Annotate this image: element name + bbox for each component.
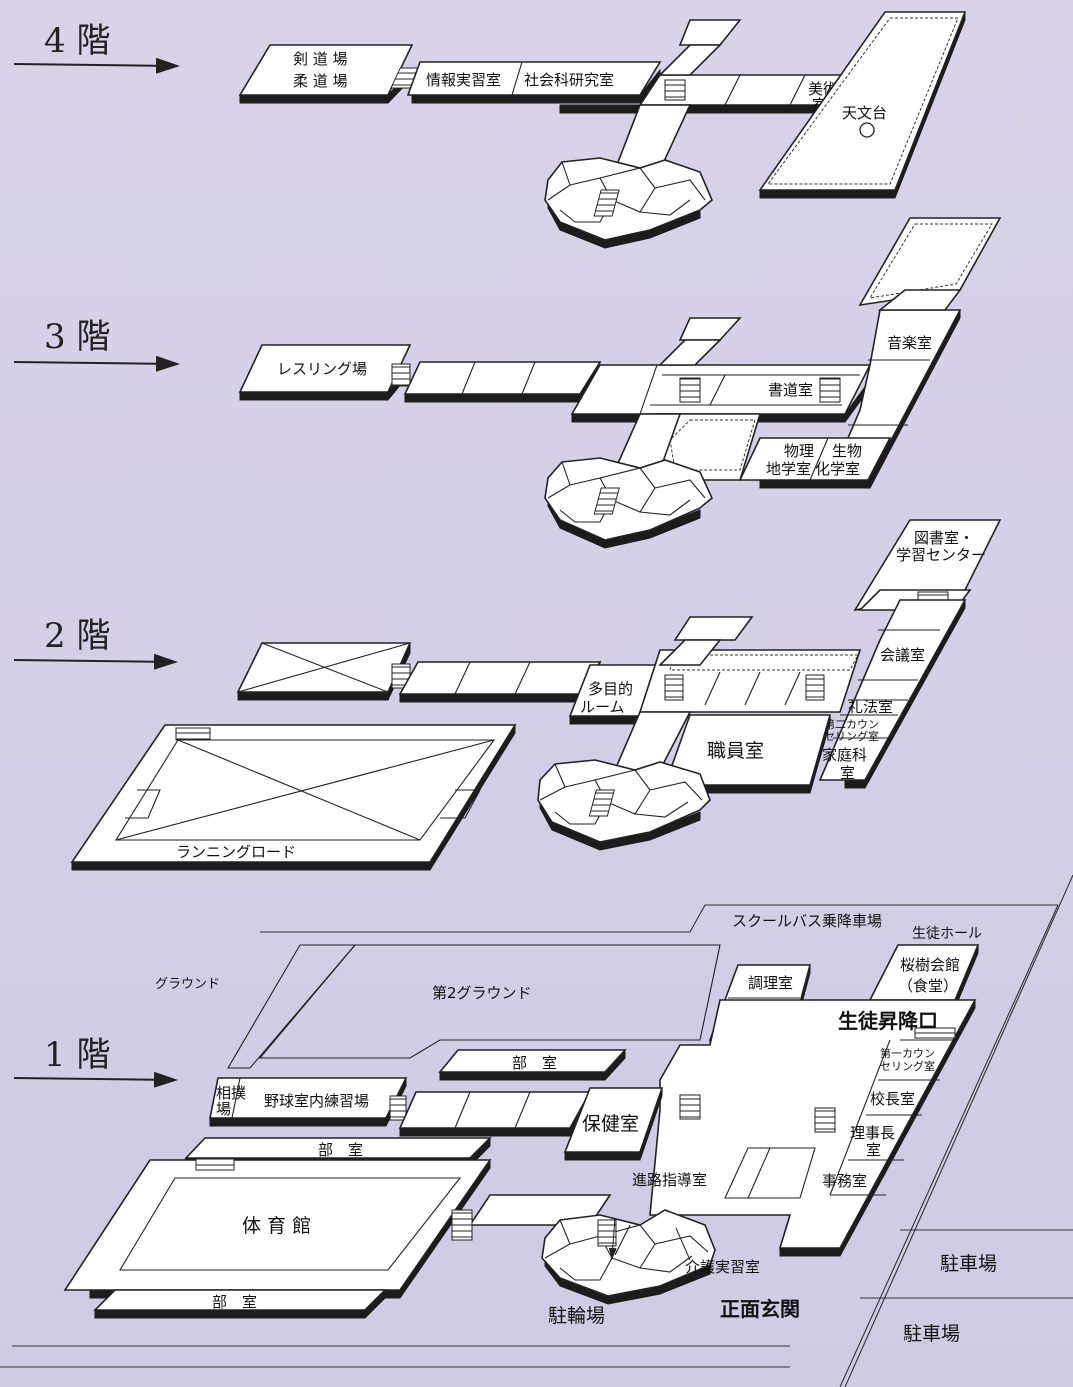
counseling-1-label-2: セリング室 <box>880 1059 935 1073</box>
running-road: ランニングロード <box>70 723 517 871</box>
floor-3-cross-corridor <box>570 364 872 415</box>
wrestling-hall <box>238 344 412 393</box>
floor-4-label: 4 階 <box>44 21 110 61</box>
club-room-mid-label: 部 室 <box>318 1141 363 1159</box>
health-room-label: 保健室 <box>582 1113 639 1135</box>
sumo-label-2: 場 <box>216 1100 231 1118</box>
biology-label: 生物 <box>832 442 862 460</box>
student-hall-label: 生徒ホール <box>912 926 982 942</box>
care-practice-label: 介護実習室 <box>685 1258 760 1276</box>
club-room-top-label: 部 室 <box>512 1054 557 1072</box>
calligraphy-room-label: 書道室 <box>768 381 813 399</box>
floor-2-label: 2 階 <box>44 616 110 656</box>
ground-outline <box>227 944 357 1069</box>
second-ground-label: 第2グラウンド <box>432 984 532 1002</box>
baseball-practice-label: 野球室内練習場 <box>264 1092 369 1110</box>
career-guidance-label: 進路指導室 <box>632 1171 707 1189</box>
running-road-label: ランニングロード <box>176 843 296 861</box>
floor-1-marker: 1 階 <box>13 1035 178 1088</box>
info-lab-label: 情報実習室 <box>426 71 501 89</box>
gymnasium <box>63 1159 492 1291</box>
floor-3-arrow <box>13 355 180 372</box>
etiquette-room-label: 礼法室 <box>848 698 893 716</box>
chemistry-label: 化学室 <box>815 460 860 478</box>
counseling-1-label-1: 第一カウン <box>880 1046 935 1060</box>
counseling-2-label-1: 第二カウン <box>824 717 879 731</box>
observatory-label: 天文台 <box>842 104 887 122</box>
observatory-wing <box>758 11 967 191</box>
floor-4-plan: 剣 道 場 柔 道 場 情報実習室 社会科研究室 美術 室 天文台 <box>238 11 967 249</box>
parking-label-1: 駐車場 <box>940 1253 997 1275</box>
floor-3-label: 3 階 <box>44 317 110 357</box>
club-room-bottom <box>93 1289 387 1311</box>
floor-2-plan: 多目的 ルーム 図書室・ 学習センター 会議室 礼法室 第二カウン セリング室 … <box>70 519 1002 871</box>
ouju-kaikan-label-2: （食堂） <box>898 977 958 995</box>
floor-1-hex-lobby <box>541 1209 716 1305</box>
club-room-mid <box>184 1137 492 1159</box>
cooking-room-label: 調理室 <box>748 974 793 992</box>
earth-science-label: 地学室 <box>766 460 811 478</box>
social-lab-label: 社会科研究室 <box>524 71 614 89</box>
ouju-kaikan-label-1: 桜樹会館 <box>900 956 960 974</box>
wrestling-hall-label: レスリング場 <box>277 360 367 378</box>
floor-2-marker: 2 階 <box>13 616 178 670</box>
floor-1-label: 1 階 <box>44 1035 110 1075</box>
second-ground-outline <box>258 944 721 1059</box>
library-label-1: 図書室・ <box>914 529 974 547</box>
science-rooms <box>738 437 892 481</box>
ground-label: グラウンド <box>155 977 220 992</box>
floor-4-hex-lobby <box>544 157 713 249</box>
principal-room-label: 校長室 <box>870 1090 915 1108</box>
library-label-2: 学習センター <box>896 546 986 564</box>
counseling-2-label-2: セリング室 <box>824 729 879 743</box>
floor-3-marker: 3 階 <box>13 317 180 372</box>
home-ec-label-1: 家庭科 <box>822 746 867 764</box>
gymnasium-label: 体 育 館 <box>242 1215 311 1237</box>
floor-2-west-corridor <box>398 661 602 695</box>
club-room-bottom-label: 部 室 <box>212 1293 257 1311</box>
physics-label: 物理 <box>784 442 814 460</box>
staff-room <box>663 714 832 786</box>
sumo-baseball-block <box>209 1077 408 1119</box>
multipurpose-room-label-1: 多目的 <box>588 680 633 698</box>
floor-3-west-corridor <box>403 361 602 395</box>
multipurpose-room-label-2: ルーム <box>580 698 625 716</box>
home-ec-label-2: 室 <box>840 764 855 782</box>
telescope-dome-icon <box>859 122 875 138</box>
chairman-room-label-1: 理事長 <box>850 1124 895 1142</box>
judo-hall-label: 柔 道 場 <box>293 72 348 90</box>
floor-4-marker: 4 階 <box>13 21 180 74</box>
floor-4-stem <box>613 104 692 171</box>
floor-4-upper-branch <box>678 19 742 46</box>
school-bus-label: スクールバス乗降車場 <box>732 912 882 930</box>
floor-3-plan: レスリング場 書道室 音楽室 物理 生物 地学室 化学室 <box>238 217 1002 549</box>
health-room <box>563 1087 664 1153</box>
floor-3-hex-lobby <box>544 457 713 549</box>
meeting-wing <box>818 599 967 781</box>
kendo-hall-label: 剣 道 場 <box>293 50 348 68</box>
parking-label-2: 駐車場 <box>903 1323 960 1345</box>
floor-1-arrow <box>13 1071 178 1088</box>
floor-2-hex-lobby <box>537 759 711 851</box>
music-room-label: 音楽室 <box>887 334 932 352</box>
sumo-label-1: 相撲 <box>216 1084 246 1102</box>
staff-room-label: 職員室 <box>707 740 764 762</box>
kendo-judo-hall <box>238 44 414 96</box>
floor-2-arrow <box>13 653 178 670</box>
bicycle-parking-label: 駐輪場 <box>548 1305 605 1327</box>
office-label: 事務室 <box>822 1172 867 1190</box>
chairman-room-label-2: 室 <box>866 1141 881 1159</box>
floor-1-plan: スクールバス乗降車場 生徒ホール グラウンド 第2グラウンド 調理室 桜樹会館 … <box>0 874 1073 1387</box>
club-room-top <box>438 1049 627 1073</box>
info-social-wing <box>406 61 662 96</box>
floor-4-arrow <box>13 57 180 74</box>
floor-1-west-corridor <box>398 1091 592 1129</box>
meeting-room-label: 会議室 <box>880 646 925 664</box>
main-entrance-label: 正面玄関 <box>720 1297 800 1321</box>
